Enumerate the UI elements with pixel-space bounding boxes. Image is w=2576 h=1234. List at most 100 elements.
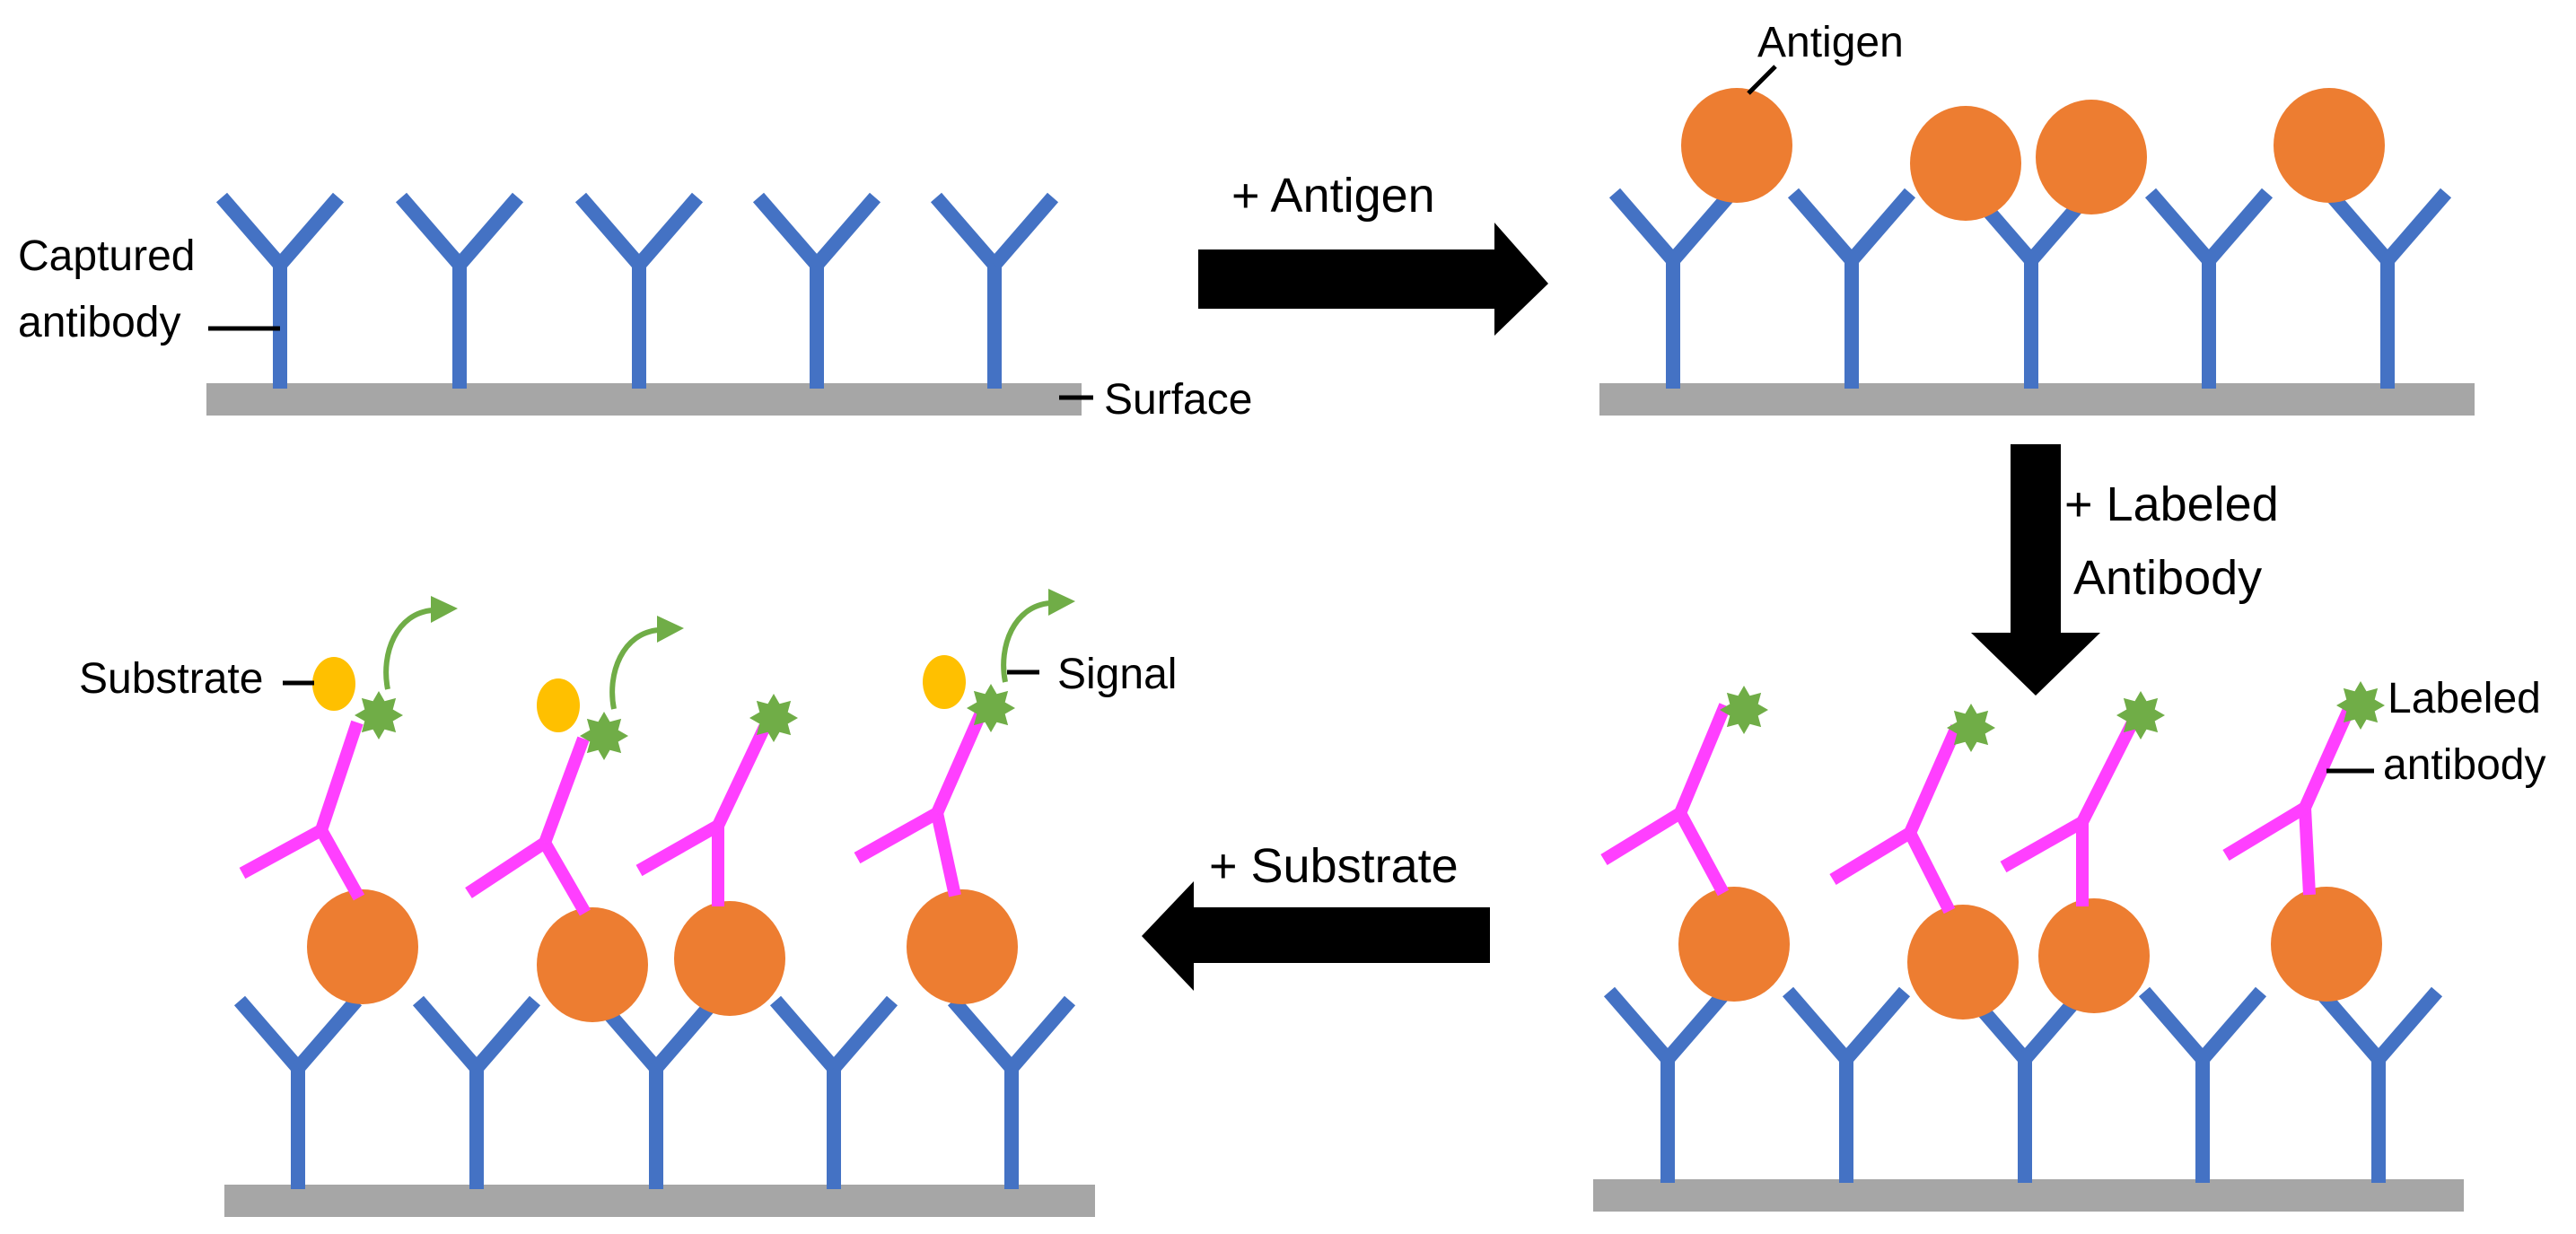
captured-antibody-arm-left <box>1608 188 1679 266</box>
captured-antibody-arm-right <box>1667 188 1738 266</box>
labeled-antibody-stem <box>315 827 365 901</box>
signal-arrow-curve <box>609 627 660 710</box>
antigen-pointer <box>1747 65 1777 95</box>
captured-antibody-arm-left <box>395 192 466 270</box>
labeled-antibody-stem <box>931 811 961 897</box>
arrow-right-antigen <box>1198 223 1548 336</box>
antigen <box>1910 106 2021 221</box>
labeled-antibody-stem <box>539 839 591 916</box>
antigen <box>2038 898 2150 1013</box>
labeled-antibody-stem <box>1904 829 1956 915</box>
captured-antibody-label-line2: antibody <box>18 299 180 346</box>
captured-antibody <box>2314 986 2443 1183</box>
captured-antibody <box>2144 188 2274 389</box>
panel-antigen-bound <box>1599 88 2475 416</box>
labeled-antibody <box>1829 724 1963 915</box>
antigen <box>1907 905 2019 1020</box>
captured-antibody-arm-left <box>1782 986 1853 1064</box>
panel-labeled-antibody-bound <box>1593 681 2464 1212</box>
captured-antibody <box>2323 188 2452 389</box>
label-tag-star <box>1720 686 1768 734</box>
captured-antibody-arm-right <box>828 995 898 1073</box>
signal-arrow <box>383 596 458 690</box>
captured-antibody-arm-right <box>2203 188 2274 266</box>
captured-antibody-arm-right <box>633 192 704 270</box>
labeled-antibody-arm-lower <box>1829 827 1914 885</box>
labeled-antibody-arm-upper <box>315 720 364 833</box>
captured-antibody-arm-left <box>2314 986 2385 1064</box>
captured-antibody <box>930 192 1059 389</box>
captured-antibody-arm-right <box>1005 995 1076 1073</box>
surface-bar <box>1593 1179 2464 1212</box>
captured-antibody-arm-left <box>412 995 483 1073</box>
labeled-antibody-arm-upper <box>2299 705 2356 810</box>
captured-antibody-arm-left <box>574 192 645 270</box>
labeled-antibody <box>239 720 365 901</box>
step-add-substrate: + Substrate <box>1209 839 1459 893</box>
captured-antibody <box>1960 986 2090 1183</box>
antigen-label: Antigen <box>1757 19 1904 66</box>
substrate-dot <box>312 657 355 711</box>
captured-antibody-label-line1: Captured <box>18 232 195 280</box>
captured-antibody <box>574 192 704 389</box>
captured-antibody <box>395 192 524 389</box>
captured-antibody-arm-left <box>947 995 1018 1073</box>
panel-substrate-signal <box>224 589 1095 1217</box>
captured-antibody-arm-right <box>650 995 721 1073</box>
captured-antibody <box>947 995 1076 1189</box>
captured-antibody <box>2138 986 2267 1183</box>
captured-antibody-arm-right <box>810 192 881 270</box>
captured-antibody <box>752 192 881 389</box>
captured-antibody-arm-left <box>2138 986 2209 1064</box>
captured-antibody <box>215 192 345 389</box>
captured-antibody-arm-right <box>1840 986 1911 1064</box>
substrate-dot <box>923 655 966 709</box>
label-tag-star <box>1947 704 1995 752</box>
surface-label: Surface <box>1104 376 1252 424</box>
substrate-label: Substrate <box>79 655 263 703</box>
captured-antibody-arm-right <box>453 192 524 270</box>
labeled-antibody-arm-lower <box>1600 808 1684 865</box>
captured-antibody-arm-left <box>215 192 286 270</box>
antigen <box>1681 88 1792 203</box>
captured-antibody-arm-right <box>292 995 363 1073</box>
labeled-antibody-arm-upper <box>2076 719 2139 826</box>
labeled-antibody-arm-lower <box>465 837 548 898</box>
captured-antibody <box>1603 986 1732 1183</box>
arrow-left-substrate <box>1142 881 1490 991</box>
step-add-antigen: + Antigen <box>1231 169 1435 223</box>
substrate-dot <box>537 678 580 732</box>
labeled-antibody <box>2000 719 2139 906</box>
signal-arrow-head <box>1048 589 1075 616</box>
arrow-down-labeled-antibody <box>1971 444 2100 696</box>
labeled-antibody-arm-lower <box>2000 816 2086 873</box>
labeled-antibody-arm-upper <box>931 708 988 816</box>
labeled-antibody <box>1600 703 1731 897</box>
signal-arrow-head <box>657 616 684 643</box>
antigen <box>907 889 1018 1004</box>
labeled-antibody-label-line1: Labeled <box>2388 675 2541 722</box>
label-tag-star <box>749 694 798 742</box>
step-add-labeled-antibody-line1: + Labeled <box>2064 477 2279 531</box>
captured-antibody <box>591 995 721 1189</box>
captured-antibody-arm-right <box>988 192 1059 270</box>
labeled-antibody <box>465 736 591 916</box>
captured-antibody-arm-left <box>752 192 823 270</box>
captured-antibody-arm-left <box>769 995 840 1073</box>
captured-antibody-arm-right <box>470 995 541 1073</box>
labeled-antibody-arm-lower <box>854 807 941 864</box>
surface-bar <box>224 1185 1095 1217</box>
captured-antibody-arm-right <box>2196 986 2267 1064</box>
captured-antibody-arm-left <box>1603 986 1674 1064</box>
label-tag-star <box>967 684 1015 732</box>
antigen <box>1678 887 1790 1002</box>
labeled-antibody-arm-upper <box>1674 703 1731 816</box>
antigen <box>2036 100 2147 214</box>
labeled-antibody-arm-lower <box>239 824 325 880</box>
antigen <box>307 889 418 1004</box>
label-tag-star <box>355 691 403 740</box>
captured-antibody-arm-left <box>2144 188 2215 266</box>
signal-arrow <box>1001 589 1075 683</box>
labeled-antibody-arm-lower <box>2222 802 2309 861</box>
signal-arrow-head <box>431 596 458 623</box>
